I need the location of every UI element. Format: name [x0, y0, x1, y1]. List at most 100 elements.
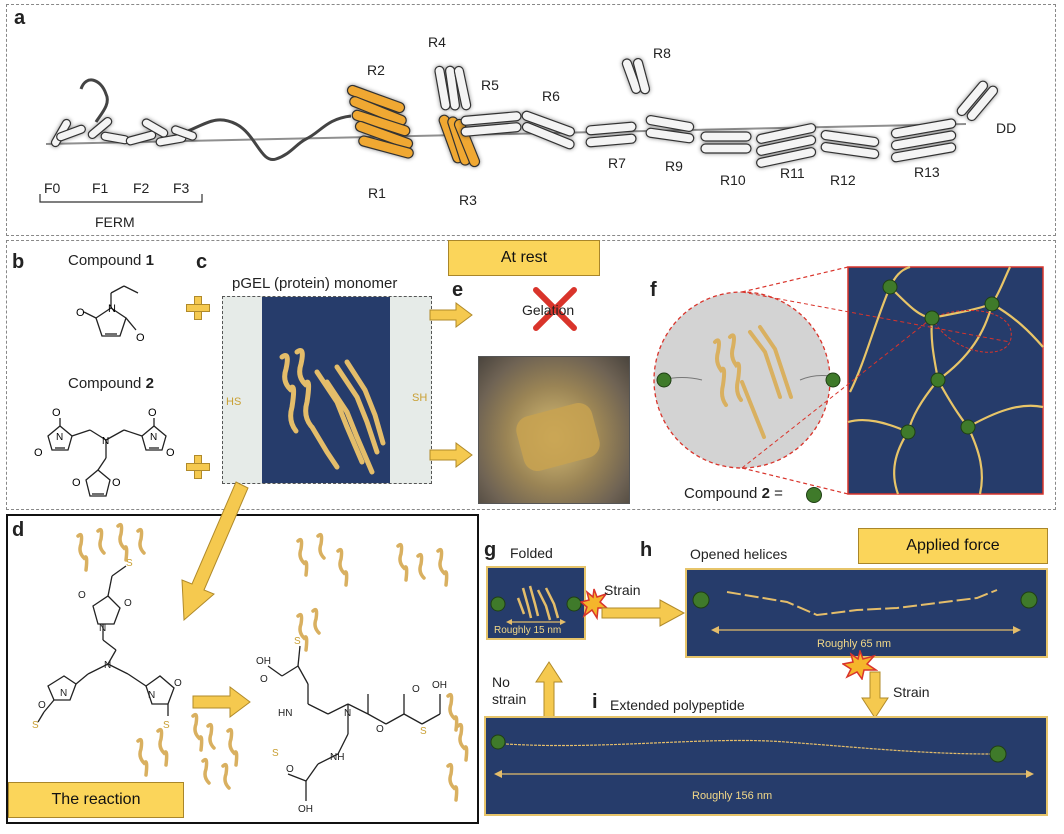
- domain-label-f2: F2: [133, 180, 150, 196]
- panel-d: [6, 514, 479, 824]
- atom-s: S: [32, 720, 39, 731]
- atom-s: S: [126, 558, 133, 569]
- arrow-folded-to-opened: [601, 599, 686, 627]
- panel-a: [6, 4, 1056, 236]
- panel-c-letter: c: [196, 251, 208, 273]
- panel-h-letter: h: [640, 539, 653, 561]
- atom-n: N: [344, 708, 351, 719]
- atom-o: O: [286, 764, 294, 775]
- opened-helices-label: Opened helices: [690, 546, 788, 562]
- panel-f-letter: f: [650, 279, 657, 301]
- ferm-bracket: [39, 194, 203, 203]
- domain-label-r9: R9: [665, 158, 683, 174]
- arrow-to-reaction: [181, 481, 249, 622]
- domain-label-r7: R7: [608, 155, 626, 171]
- domain-label-r2: R2: [367, 62, 385, 78]
- panel-g-letter: g: [484, 539, 497, 561]
- domain-label-f3: F3: [173, 180, 190, 196]
- reaction-scheme: O O N N N N O O S S S OH O: [32, 522, 469, 815]
- folded-label: Folded: [510, 545, 553, 561]
- opened-length-label: Roughly 65 nm: [817, 638, 891, 650]
- atom-o: O: [124, 598, 132, 609]
- no-gelation-x-icon: [533, 287, 577, 331]
- panel-a-letter: a: [14, 7, 26, 29]
- domain-label-r12: R12: [830, 172, 856, 188]
- svg-text:O: O: [166, 447, 175, 459]
- atom-n: N: [148, 690, 155, 701]
- opened-state-box: Roughly 65 nm: [685, 568, 1048, 658]
- folded-protein: [490, 585, 582, 625]
- atom-s: S: [163, 720, 170, 731]
- protein-helices: [279, 348, 386, 475]
- svg-text:O: O: [52, 407, 61, 419]
- svg-text:.: .: [107, 303, 110, 315]
- domain-label-r13: R13: [914, 164, 940, 180]
- atom-n: N: [104, 660, 111, 671]
- svg-text:O: O: [148, 407, 157, 419]
- gel-sample: [513, 399, 603, 475]
- domain-label-f0: F0: [44, 180, 61, 196]
- svg-text:O: O: [136, 332, 145, 344]
- compound-1-structure: O . N O: [76, 285, 145, 344]
- no-strain-label: No strain: [492, 674, 527, 707]
- extended-polypeptide: [490, 734, 1034, 778]
- linker-loop: [79, 78, 109, 123]
- svg-text:O: O: [76, 307, 85, 319]
- atom-o: O: [376, 724, 384, 735]
- compound-1-label: Compound 1: [68, 252, 154, 269]
- folded-length-label: Roughly 15 nm: [494, 625, 562, 636]
- panel-d-letter: d: [12, 519, 25, 541]
- atom-o: O: [412, 684, 420, 695]
- the-reaction-tag: The reaction: [8, 782, 184, 818]
- atom-s: S: [420, 726, 427, 737]
- atom-o: O: [78, 590, 86, 601]
- arrow-opened-to-extended: [861, 671, 889, 719]
- atom-s: S: [294, 636, 301, 647]
- atom-o: O: [174, 678, 182, 689]
- atom-o: O: [38, 700, 46, 711]
- svg-text:O: O: [34, 447, 43, 459]
- domain-label-r5: R5: [481, 77, 499, 93]
- ferm-label: FERM: [95, 214, 135, 230]
- domain-label-r4: R4: [428, 34, 446, 50]
- atom-hn: HN: [278, 708, 292, 719]
- orange-helices: [346, 84, 481, 168]
- opened-helices: [692, 589, 1038, 634]
- pgel-protein-image: [262, 297, 390, 483]
- panel-e-letter: e: [452, 279, 464, 301]
- gelation-label: Gelation: [522, 302, 575, 318]
- atom-n: N: [99, 623, 106, 634]
- svg-text:O: O: [72, 477, 81, 489]
- domain-label-f1: F1: [92, 180, 109, 196]
- panel-i-letter: i: [592, 691, 598, 713]
- arrow-extended-to-folded: [535, 661, 563, 719]
- strain-label-1: Strain: [604, 582, 641, 598]
- sh-end-label: SH: [412, 392, 428, 404]
- atom-oh: OH: [298, 804, 313, 815]
- atom-o: O: [260, 674, 268, 685]
- domain-label-r3: R3: [459, 192, 477, 208]
- extended-polypeptide-label: Extended polypeptide: [610, 697, 745, 713]
- at-rest-tag: At rest: [448, 240, 600, 276]
- compound-2-structure: O O N N N O O O O: [34, 407, 175, 497]
- rod-helices: [434, 57, 999, 168]
- atom-nh: NH: [330, 752, 344, 763]
- strain-label-2: Strain: [893, 684, 930, 700]
- hydrogel-photo: [478, 356, 630, 504]
- svg-text:N: N: [56, 432, 63, 443]
- domain-label-r6: R6: [542, 88, 560, 104]
- domain-label-r11: R11: [780, 165, 805, 181]
- svg-text:N: N: [108, 303, 116, 315]
- extended-length-label: Roughly 156 nm: [692, 790, 773, 802]
- strain-burst-icon-2: [842, 650, 878, 680]
- svg-text:N: N: [102, 436, 109, 447]
- strain-burst-icon-1: [580, 588, 608, 621]
- svg-text:N: N: [150, 432, 157, 443]
- domain-label-r10: R10: [720, 172, 746, 188]
- talin-structure-diagram: [39, 57, 999, 203]
- crosslinker-node-icon: [806, 487, 822, 503]
- plus-icon-2: [186, 455, 210, 479]
- applied-force-tag: Applied force: [858, 528, 1048, 564]
- atom-oh: OH: [256, 656, 271, 667]
- panel-b-letter: b: [12, 251, 25, 273]
